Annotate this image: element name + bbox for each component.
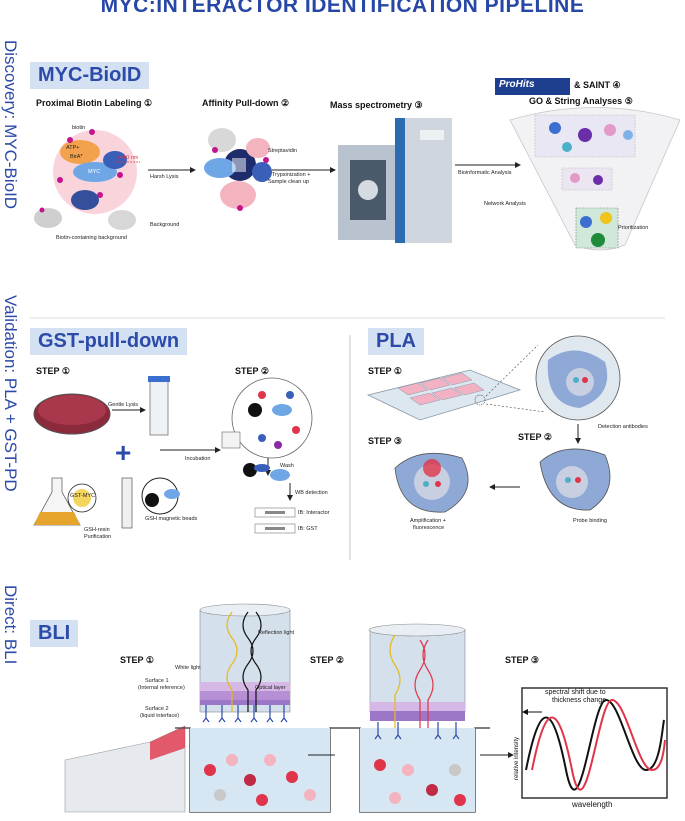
stage-biotin-labeling: Proximal Biotin Labeling ① bbox=[36, 98, 153, 108]
spectrum-ylabel: relative intensity bbox=[514, 736, 520, 780]
bli-step3: STEP ③ bbox=[505, 655, 539, 665]
go-string-label: GO & String Analyses ⑤ bbox=[529, 96, 633, 106]
gsh-resin-label: GSH-resin bbox=[84, 527, 110, 533]
incubation-circle bbox=[231, 377, 313, 459]
network-label: Network Analysis bbox=[484, 201, 526, 207]
probe-binding-label: Probe binding bbox=[573, 518, 607, 524]
prohits-logo bbox=[495, 78, 570, 95]
streptavidin-label: Streptavidin bbox=[268, 148, 298, 154]
bli-spectrum-plot bbox=[521, 687, 668, 799]
fluorescence-label: fluorescence bbox=[413, 525, 445, 531]
cleanup-label: Sample clean up bbox=[268, 179, 309, 185]
ib-interactor-label: IB: Interactor bbox=[298, 510, 330, 516]
birastar-protein bbox=[60, 140, 100, 164]
radius-label: r=10 nm bbox=[118, 155, 139, 161]
pla-step1: STEP ① bbox=[368, 366, 402, 376]
liquid-interface-label: (liquid interface) bbox=[140, 713, 180, 719]
bli-step2: STEP ② bbox=[310, 655, 344, 665]
bioinformatic-label: Bioinformatic Analysis bbox=[458, 170, 512, 176]
purification-label: Purification bbox=[84, 534, 112, 540]
pla-header: PLA bbox=[368, 328, 424, 355]
white-light-label: White light bbox=[175, 665, 201, 671]
detection-antibodies-label: Detection antibodies bbox=[598, 424, 648, 430]
wash-label: Wash bbox=[280, 463, 294, 469]
birastar-label: BirA* bbox=[70, 154, 83, 160]
bioid-header: MYC-BioID bbox=[30, 62, 150, 89]
gst-myc-label: GST-MYC bbox=[70, 493, 96, 499]
background-label: Background bbox=[150, 222, 180, 228]
surface2-label: Surface 2 bbox=[145, 706, 169, 712]
gst-header: GST-pull-down bbox=[30, 328, 188, 355]
bli-step1: STEP ① bbox=[120, 655, 154, 665]
prohits-logo-text: ProHits bbox=[499, 79, 535, 90]
bli-header: BLI bbox=[30, 620, 79, 647]
trypsinization-label: Trypsinization + bbox=[272, 172, 311, 178]
gsh-beads-label: GSH magnetic beads bbox=[145, 516, 198, 522]
page-title: MYC:INTERACTOR IDENTIFICATION PIPELINE bbox=[100, 0, 585, 17]
internal-ref-label: (Internal reference) bbox=[138, 685, 185, 691]
tube bbox=[149, 379, 169, 436]
spectral-shift-label-1: spectral shift due to bbox=[545, 689, 606, 696]
stage-mass-spec: Mass spectrometry ③ bbox=[330, 100, 423, 110]
harsh-lysis-label: Harsh Lysis bbox=[150, 174, 179, 180]
amplification-label: Amplification + bbox=[410, 518, 446, 524]
myc-label: MYC bbox=[88, 169, 101, 175]
saint-label: & SAINT ④ bbox=[574, 80, 621, 90]
incubation-label: Incubation bbox=[185, 456, 211, 462]
gst-step1: STEP ① bbox=[36, 366, 70, 376]
stage-affinity-pulldown: Affinity Pull-down ② bbox=[202, 98, 290, 108]
pla-step3: STEP ③ bbox=[368, 436, 402, 446]
surface1-label: Surface 1 bbox=[145, 678, 169, 684]
spectral-shift-label-2: thickness change bbox=[552, 697, 607, 704]
spectrum-xlabel: wavelength bbox=[572, 800, 613, 809]
biotin-background-label: Biotin-containing background bbox=[56, 235, 127, 241]
spectrum-red-curve bbox=[531, 698, 666, 791]
myc-protein bbox=[73, 162, 117, 182]
prioritization-label: Prioritization bbox=[618, 225, 649, 231]
biotin-label: biotin bbox=[72, 125, 86, 131]
reflection-light-label: Reflection light bbox=[258, 630, 295, 636]
gst-step2: STEP ② bbox=[235, 366, 269, 376]
optical-layer-label: Optical layer bbox=[255, 685, 286, 691]
svg-text:+: + bbox=[115, 437, 131, 468]
gsh-column bbox=[121, 477, 133, 529]
wb-label: WB detection bbox=[295, 490, 328, 496]
pla-step2: STEP ② bbox=[518, 432, 552, 442]
ib-gst-label: IB: GST bbox=[298, 526, 318, 532]
gentle-lysis-label: Gentle Lysis bbox=[108, 402, 139, 408]
atp-label: ATP+ bbox=[66, 145, 80, 151]
bli-sensor-2 bbox=[369, 629, 466, 713]
